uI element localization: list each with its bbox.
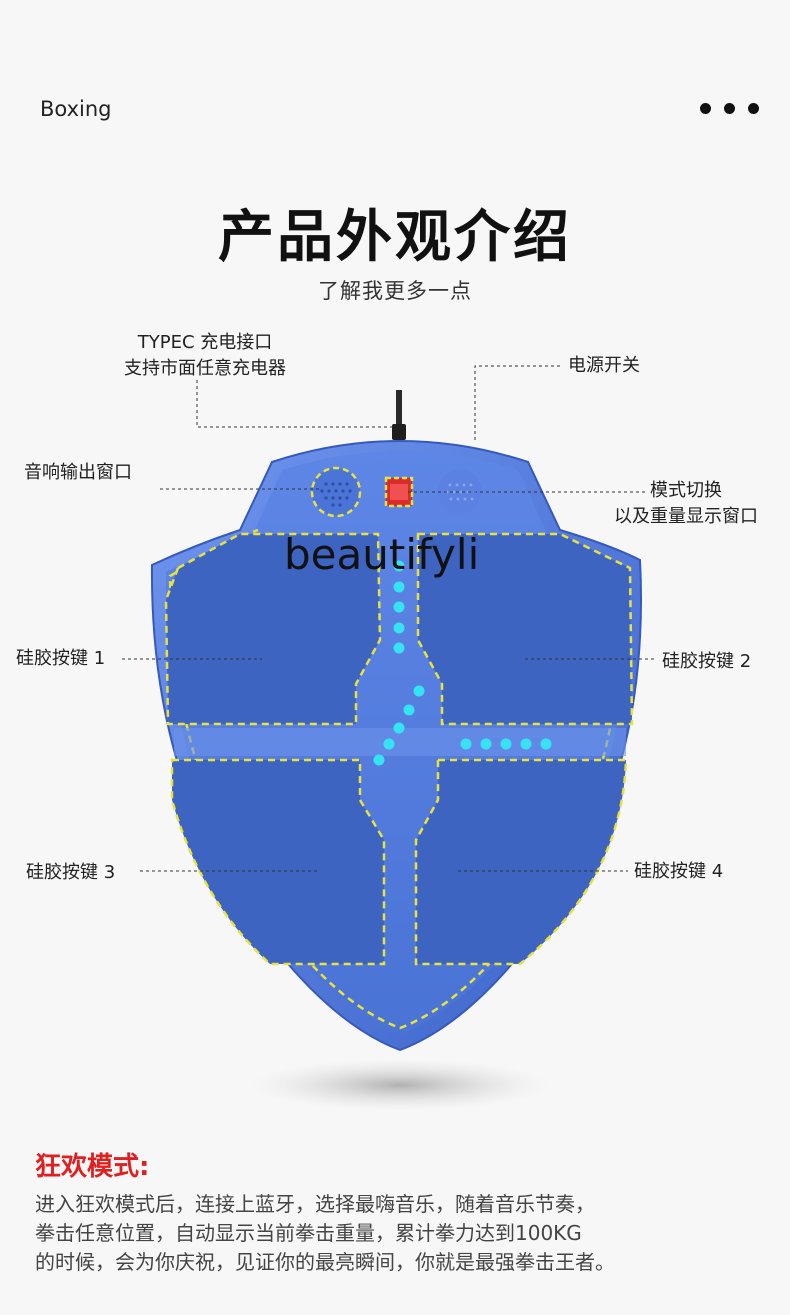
mode-callout: 模式切换 以及重量显示窗口 — [596, 478, 776, 530]
party-mode-heading: 狂欢模式: — [35, 1152, 150, 1182]
silicone-pad-2 — [416, 532, 634, 726]
header-title: Boxing — [40, 97, 112, 121]
key1-callout: 硅胶按键 1 — [16, 648, 106, 669]
leader-power — [474, 365, 560, 440]
power-switch-callout: 电源开关 — [568, 355, 640, 376]
description-line: 的时候，会为你庆祝，见证你的最亮瞬间，你就是最强拳击王者。 — [35, 1250, 615, 1274]
silicone-pad-3 — [170, 758, 386, 966]
page-subtitle: 了解我更多一点 — [318, 279, 472, 303]
dot — [700, 103, 711, 114]
silicone-pad-1 — [164, 532, 382, 726]
dot — [724, 103, 735, 114]
floor-shadow — [250, 1059, 550, 1111]
mode-callout-line2: 以及重量显示窗口 — [614, 506, 758, 527]
speaker-callout: 音响输出窗口 — [24, 462, 132, 483]
leader-typec — [196, 380, 394, 428]
watermark-text: beautifyli — [284, 530, 480, 579]
dot — [748, 103, 759, 114]
page-title: 产品外观介绍 — [218, 205, 572, 270]
description-line: 拳击任意位置，自动显示当前拳击重量，累计拳力达到100KG — [35, 1221, 582, 1245]
typec-callout: TYPEC 充电接口 支持市面任意充电器 — [105, 330, 305, 382]
silicone-pad-4 — [414, 758, 628, 966]
typec-callout-line2: 支持市面任意充电器 — [124, 358, 286, 379]
charging-cable — [396, 390, 402, 426]
more-dots-icon[interactable] — [700, 103, 759, 114]
key4-callout: 硅胶按键 4 — [634, 861, 724, 882]
key2-callout: 硅胶按键 2 — [662, 651, 752, 672]
boxing-target-illustration — [122, 365, 655, 1111]
mode-callout-line1: 模式切换 — [650, 480, 722, 501]
led-indicators — [373, 560, 552, 766]
party-mode-description: 进入狂欢模式后，连接上蓝牙，选择最嗨音乐，随着音乐节奏， 拳击任意位置，自动显示… — [35, 1190, 765, 1277]
key3-callout: 硅胶按键 3 — [26, 862, 116, 883]
typec-callout-line1: TYPEC 充电接口 — [137, 332, 273, 353]
description-line: 进入狂欢模式后，连接上蓝牙，选择最嗨音乐，随着音乐节奏， — [35, 1192, 595, 1216]
